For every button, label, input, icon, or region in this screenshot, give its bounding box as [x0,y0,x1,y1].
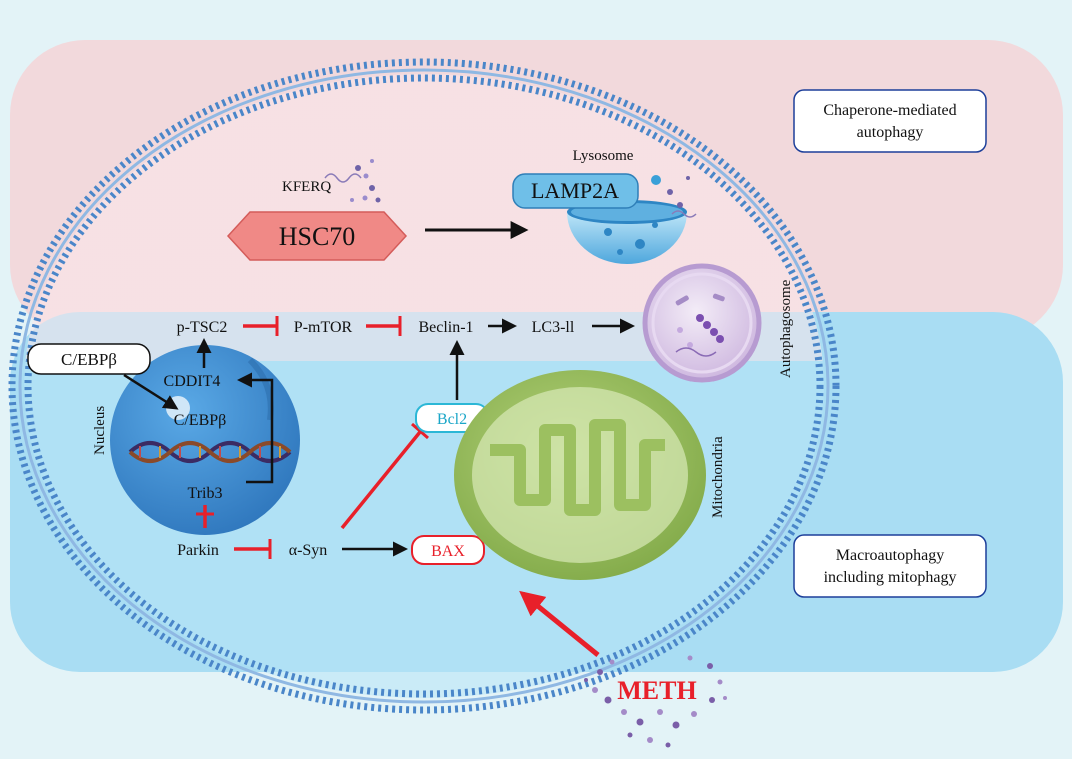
parkin-label: Parkin [177,542,219,559]
asyn-inhibits-bcl2-bar [411,422,429,440]
asyn-inhibits-bcl2 [340,430,422,530]
legend-cma-line1: Chaperone-mediated [823,102,956,119]
p-tsc2-label: p-TSC2 [177,319,228,336]
cebpb-induces-cddit4-arrow [237,372,274,484]
nucleus-label: Nucleus [92,406,108,455]
trib3-label: Trib3 [188,485,223,502]
cebpb-outside-box: C/EBPβ [27,343,151,375]
asyn-label: α-Syn [289,542,328,559]
hsc70-protein: HSC70 [226,211,408,261]
meth-to-mitochondria-arrow [519,590,600,657]
mitochondria-label: Mitochondria [710,436,726,518]
autophagosome-icon [642,263,762,383]
dna-helix-icon [128,441,292,463]
lc3-label: LC3-ll [532,319,575,336]
legend-macroautophagy: Macroautophagy including mitophagy [793,534,987,598]
kferq-peptide-icon [324,159,381,203]
lamp2a-receptor: LAMP2A [512,173,639,209]
beclin1-label: Beclin-1 [418,319,473,336]
legend-cma-line2: autophagy [857,124,924,141]
mitochondria-icon [454,370,706,580]
legend-macro-line2: including mitophagy [824,569,957,586]
hsc70-label: HSC70 [279,222,356,251]
meth-particles-icon [584,655,727,748]
meth-label: METH [617,676,696,705]
cebpb-translocation-arrow [123,373,179,410]
lysosome-label: Lysosome [573,148,634,164]
p-mtor-label: P-mTOR [294,319,353,336]
cddit4-label: CDDIT4 [164,373,221,390]
autophagosome-label: Autophagosome [778,279,794,378]
lysosome-icon [567,175,697,264]
bcl2-label: Bcl2 [437,411,467,428]
legend-cma: Chaperone-mediated autophagy [793,89,987,153]
legend-macro-line1: Macroautophagy [836,547,944,564]
cebpb-inside-label: C/EBPβ [174,412,227,429]
bax-box: BAX [411,535,485,565]
kferq-label: KFERQ [282,179,331,195]
cebpb-outside-label: C/EBPβ [61,350,117,369]
bax-label: BAX [431,543,465,560]
lamp2a-label: LAMP2A [531,178,619,203]
